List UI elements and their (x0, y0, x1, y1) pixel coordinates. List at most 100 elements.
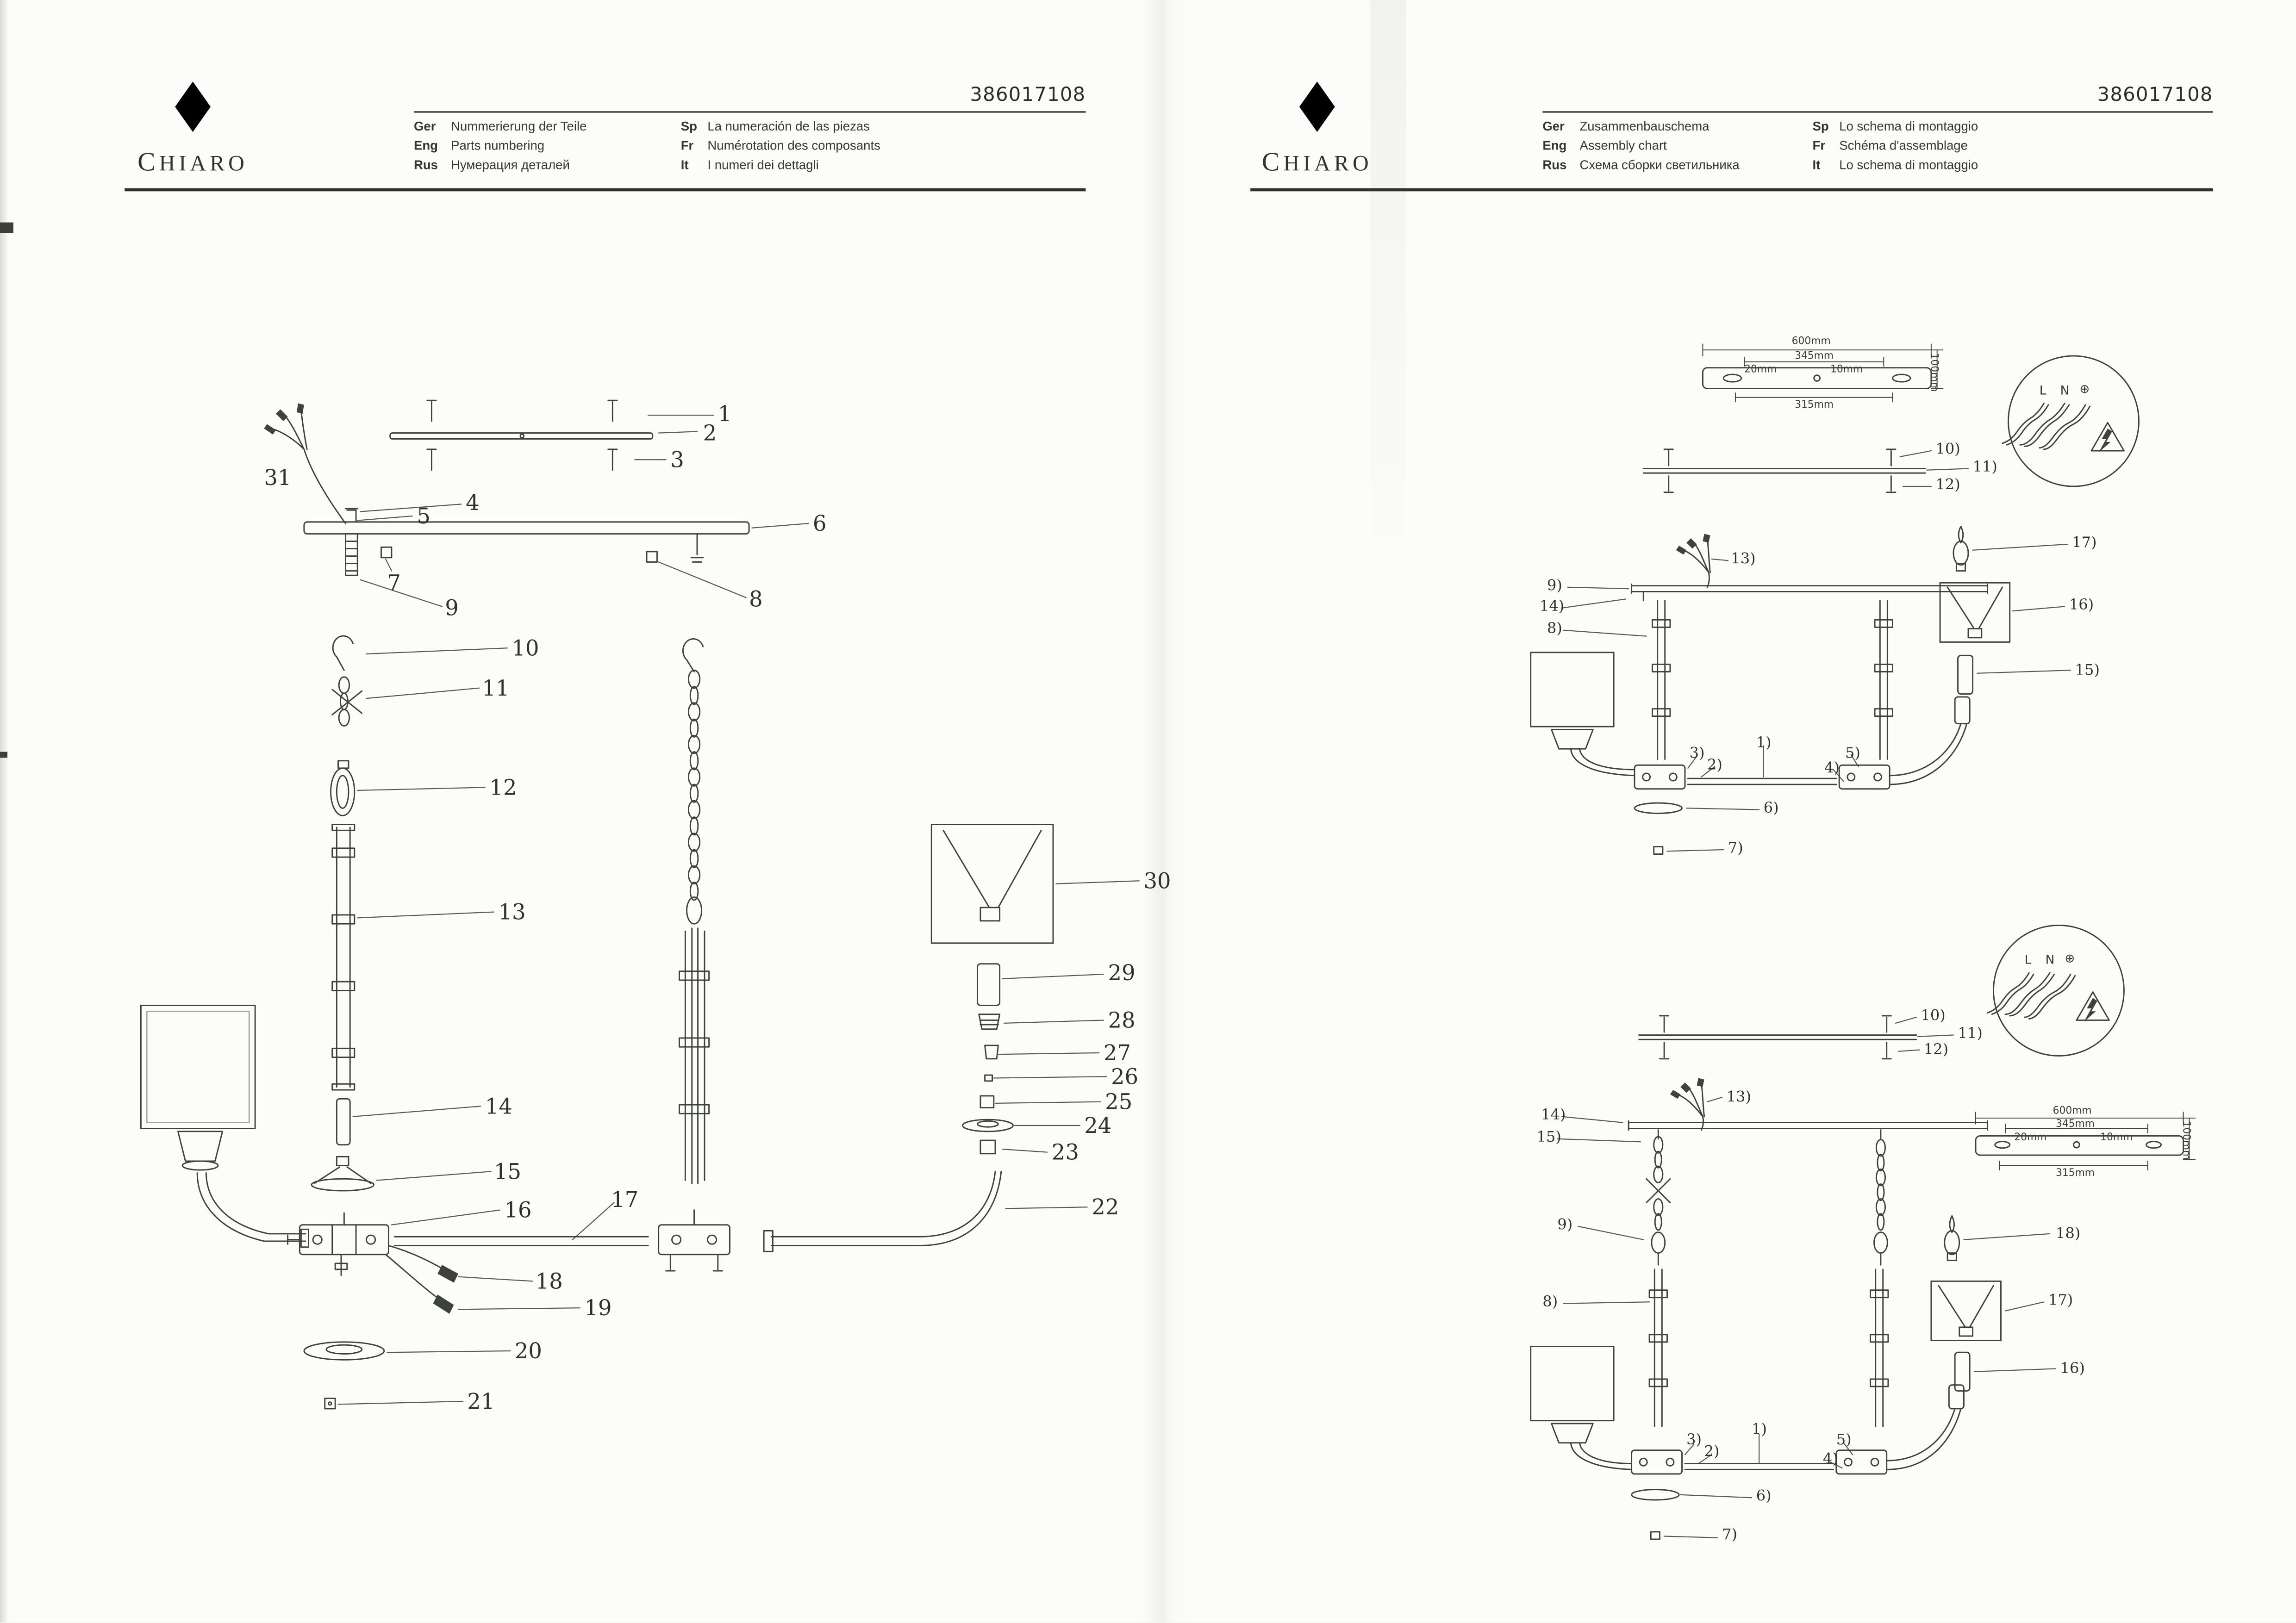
lang-code: Fr (680, 137, 694, 153)
bottom-callout-9: 9) (1557, 1217, 1573, 1234)
bottom-callout-18: 18) (2056, 1226, 2081, 1243)
part-loop (330, 760, 356, 816)
callout-28: 28 (1108, 1010, 1136, 1034)
callout-18: 18 (535, 1270, 563, 1295)
callout-5: 5 (417, 505, 430, 529)
bottom-callout-5: 5) (1836, 1432, 1852, 1449)
part-tube (336, 1098, 351, 1146)
header-rule-bottom (1250, 188, 2213, 191)
header-rule-bottom (125, 188, 1086, 191)
page-fold-shadow (1142, 0, 1187, 1623)
lang-code: Sp (680, 118, 697, 134)
header-rule-top (413, 111, 1086, 113)
lang-code: Ger (413, 118, 436, 134)
dimension-drawing (1975, 1112, 2196, 1171)
bottom-callout-3: 3) (1686, 1432, 1702, 1449)
leader-lines (1561, 450, 2071, 852)
top-callout-5: 5) (1845, 746, 1860, 762)
dim-10mm: 10mm (2100, 1131, 2133, 1144)
cylinder (1954, 1351, 1971, 1392)
part-arm (763, 1170, 1002, 1252)
bottom-callout-13: 13) (1726, 1090, 1752, 1107)
top-callout-11: 11) (1972, 460, 1997, 476)
callout-10: 10 (512, 637, 539, 662)
document-number: 386017108 (970, 84, 1086, 107)
rods (1648, 1269, 1889, 1427)
lang-text: Lo schema di montaggio (1839, 157, 1978, 172)
lang-row: Eng Assembly chart (1542, 137, 1739, 156)
document-number: 386017108 (2097, 84, 2213, 107)
part-center-body (287, 1212, 389, 1276)
part-rod (331, 824, 356, 1091)
right-hook (682, 638, 704, 672)
lang-text: Parts numbering (451, 137, 545, 153)
lang-text: I numeri dei dettagli (707, 157, 819, 172)
top-callout-1: 1) (1756, 735, 1772, 752)
callout-30: 30 (1143, 870, 1171, 895)
callout-7: 7 (387, 572, 401, 597)
bottom-callout-14: 14) (1541, 1107, 1566, 1124)
lang-code: Rus (1542, 157, 1567, 172)
bottom-callout-7: 7) (1722, 1527, 1737, 1544)
center-bodies (1631, 1384, 1965, 1540)
wiring-label-L: L (2024, 952, 2032, 967)
ceiling-bar (1638, 1015, 1917, 1060)
lang-code: Eng (1542, 137, 1567, 153)
callout-8: 8 (749, 589, 763, 613)
top-callout-4: 4) (1824, 760, 1840, 777)
callout-25: 25 (1105, 1091, 1133, 1115)
leader-lines (337, 415, 1140, 1405)
scan-edge-shadow (0, 0, 9, 1623)
bottom-callout-1: 1) (1752, 1422, 1767, 1439)
top-callout-2: 2) (1707, 758, 1722, 774)
scan-band (1370, 0, 1406, 623)
lang-text: Numérotation des composants (707, 137, 880, 153)
part-mounting-plate (389, 399, 654, 471)
lang-text: Schéma d'assemblage (1839, 137, 1968, 153)
bottom-callout-8: 8) (1542, 1294, 1558, 1311)
callout-4: 4 (466, 492, 480, 516)
stem-bar (1631, 584, 1989, 602)
chiaro-logo: CHIARO (122, 80, 264, 178)
dim-100mm: 100mm (1928, 353, 1940, 392)
lang-text: Zusammenbauschema (1579, 118, 1710, 134)
header-rule-top (1542, 111, 2213, 113)
top-callout-15: 15) (2075, 663, 2100, 679)
callout-6: 6 (812, 513, 827, 537)
callout-31: 31 (264, 467, 292, 491)
callout-20: 20 (514, 1340, 542, 1364)
ceiling-bar (1642, 448, 1926, 493)
warning-triangle-icon (2090, 422, 2125, 452)
dim-10mm: 10mm (1830, 363, 1863, 375)
part-bottom-disc (303, 1341, 385, 1361)
right-center-body (658, 1209, 730, 1272)
top-callout-13: 13) (1731, 551, 1756, 568)
right-wire-stem (679, 896, 710, 1184)
wiring-label-L: L (2039, 382, 2046, 398)
dim-20mm: 20mm (1744, 363, 1777, 375)
lang-text: Lo schema di montaggio (1839, 118, 1978, 134)
lang-code: Rus (413, 157, 438, 172)
lang-text: Assembly chart (1579, 137, 1667, 153)
part-hook (332, 635, 354, 671)
shade-right (1930, 1280, 2002, 1342)
supply-wires (1676, 534, 1711, 588)
stem-bar (1628, 1120, 1989, 1131)
scan-speck (0, 222, 13, 233)
callout-27: 27 (1103, 1042, 1131, 1066)
bottom-callout-6: 6) (1756, 1489, 1772, 1505)
callout-17: 17 (611, 1189, 639, 1213)
shade-left (1530, 652, 1635, 777)
wiring-label-earth: ⊕ (2065, 950, 2075, 965)
part-main-bar (303, 508, 750, 576)
bottom-callout-16: 16) (2060, 1361, 2085, 1378)
